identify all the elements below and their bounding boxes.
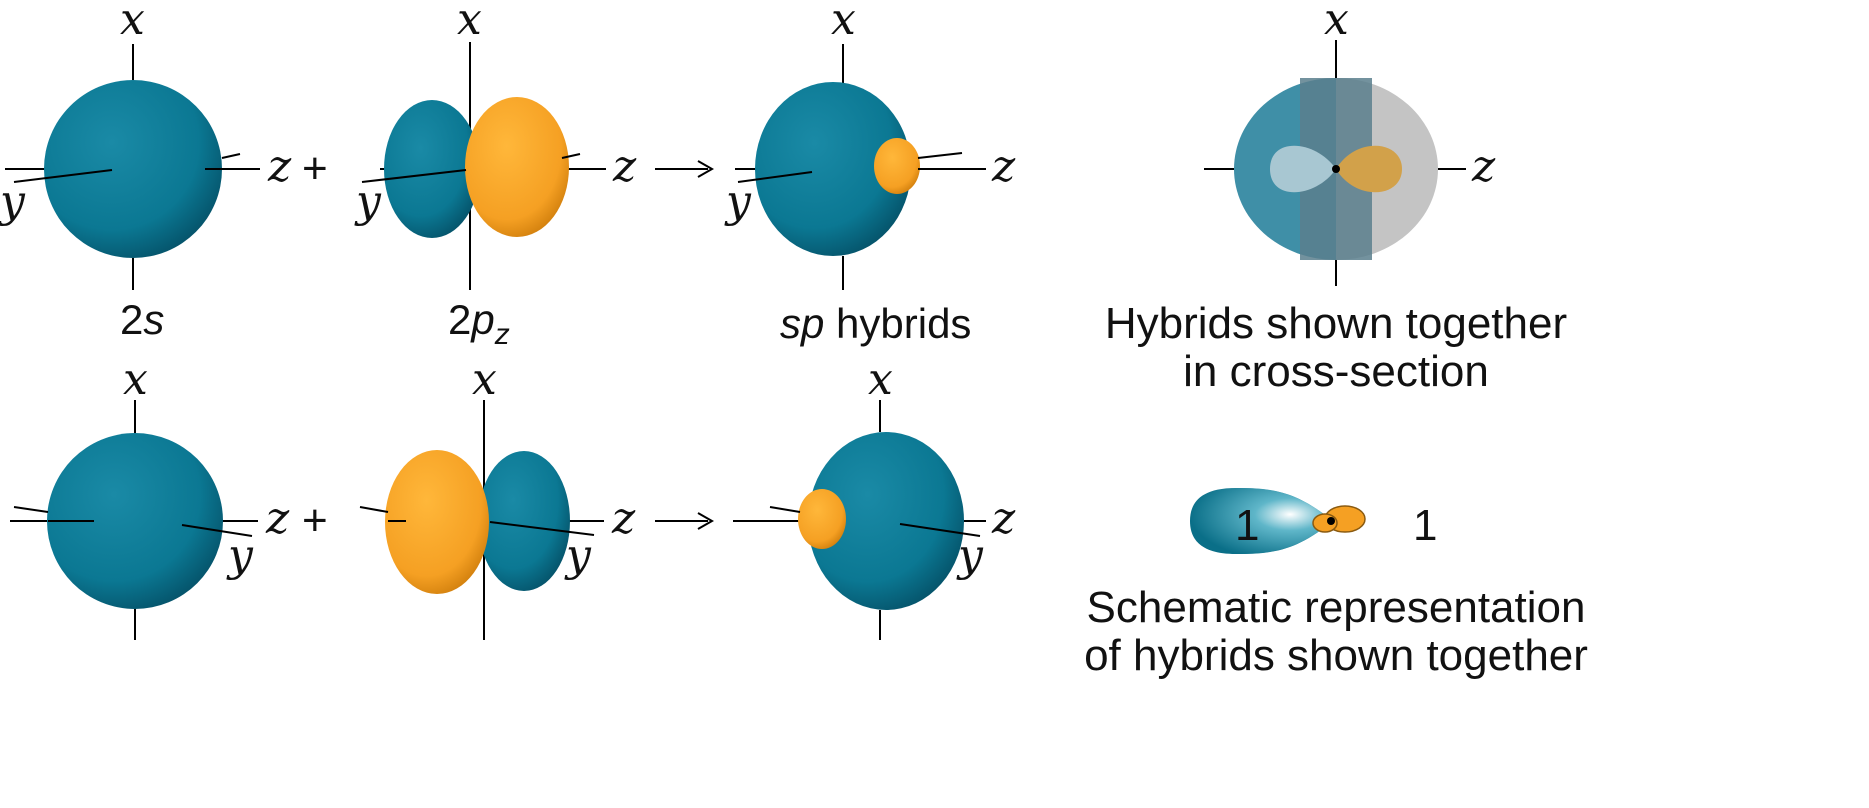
axis-z-tick bbox=[561, 153, 581, 159]
orbital-sp-hybrids-bottom: x z y bbox=[733, 354, 1016, 640]
orbital-2pz-top: x z y 2pz bbox=[354, 0, 637, 351]
reaction-arrow bbox=[655, 512, 715, 530]
axis-label-x: x bbox=[1324, 0, 1349, 45]
caption-cross-section-line2: in cross-section bbox=[1183, 347, 1489, 396]
caption-schematic-line2: of hybrids shown together bbox=[1084, 631, 1588, 680]
axis-label-z: z bbox=[1471, 141, 1496, 192]
axis-label-z: z bbox=[991, 141, 1016, 192]
axis-label-y: y bbox=[724, 176, 752, 227]
axis-y-line bbox=[181, 524, 253, 537]
axis-y-line bbox=[13, 169, 113, 183]
sp-hybrid-large-lobe bbox=[808, 432, 964, 610]
axis-y-line bbox=[359, 506, 389, 513]
axis-label-y: y bbox=[354, 176, 382, 227]
reaction-arrow bbox=[655, 160, 715, 178]
axis-y-line bbox=[489, 521, 595, 536]
nucleus-dot bbox=[1327, 517, 1335, 525]
axis-y-line bbox=[361, 169, 467, 183]
sp-hybrid-small-lobe bbox=[874, 138, 920, 194]
s-orbital-sphere bbox=[47, 433, 223, 609]
axis-label-z: z bbox=[612, 141, 637, 192]
schematic-lobe-right bbox=[1190, 488, 1333, 554]
axis-label-y: y bbox=[956, 530, 984, 581]
schematic-view: 1 1 Schematic representation of hybrids … bbox=[1084, 488, 1588, 680]
axis-label-y: y bbox=[564, 530, 592, 581]
plus-sign: + bbox=[302, 144, 328, 193]
p-lobe-positive bbox=[465, 97, 569, 237]
axis-y-line bbox=[13, 506, 49, 513]
p-lobe-positive bbox=[385, 450, 489, 594]
axis-label-y: y bbox=[226, 530, 254, 581]
axis-label-x: x bbox=[457, 0, 482, 45]
axis-label-x: x bbox=[472, 354, 497, 405]
orbital-sp-hybrids-top: x z y sp hybrids bbox=[724, 0, 1016, 347]
schematic-lobe-label: 1 bbox=[1235, 501, 1259, 550]
axis-label-y: y bbox=[0, 176, 26, 227]
axis-z-tick bbox=[917, 152, 963, 159]
s-orbital-sphere bbox=[44, 80, 222, 258]
sp-hybrid-small-lobe bbox=[798, 489, 846, 549]
p-lobe-negative bbox=[478, 451, 570, 591]
cross-section-view: x z Hybrids shown together in cross-sect… bbox=[1105, 0, 1567, 396]
hybrid-lobe-left bbox=[1270, 145, 1336, 193]
caption-2s: 2s bbox=[120, 296, 164, 343]
axis-y-line bbox=[899, 523, 981, 537]
axis-y-line bbox=[769, 506, 801, 513]
caption-schematic-line1: Schematic representation bbox=[1087, 583, 1586, 632]
axis-label-x: x bbox=[831, 0, 856, 45]
axis-label-z: z bbox=[265, 493, 290, 544]
axis-label-z: z bbox=[267, 141, 292, 192]
p-lobe-negative bbox=[384, 100, 480, 238]
caption-2pz: 2pz bbox=[448, 296, 510, 351]
plus-sign: + bbox=[302, 496, 328, 545]
axis-z-tick bbox=[221, 153, 241, 159]
nucleus-dot bbox=[1332, 165, 1340, 173]
axis-label-x: x bbox=[868, 354, 893, 405]
caption-sp-hybrids: sp hybrids bbox=[780, 300, 971, 347]
caption-cross-section-line1: Hybrids shown together bbox=[1105, 299, 1567, 348]
orbital-2s-bottom: x z y + bbox=[10, 354, 328, 640]
axis-label-z: z bbox=[611, 493, 636, 544]
axis-label-x: x bbox=[123, 354, 148, 405]
hybrid-lobe-right bbox=[1336, 145, 1402, 193]
axis-y-line bbox=[737, 171, 813, 183]
axis-label-x: x bbox=[120, 0, 145, 45]
orbital-2s-top: x z y + 2s bbox=[0, 0, 328, 343]
sp-hybrid-large-lobe bbox=[755, 82, 911, 256]
orbital-2pz-bottom: x z y bbox=[359, 354, 636, 640]
schematic-lobe-label: 1 bbox=[1413, 501, 1437, 550]
axis-label-z: z bbox=[991, 493, 1016, 544]
